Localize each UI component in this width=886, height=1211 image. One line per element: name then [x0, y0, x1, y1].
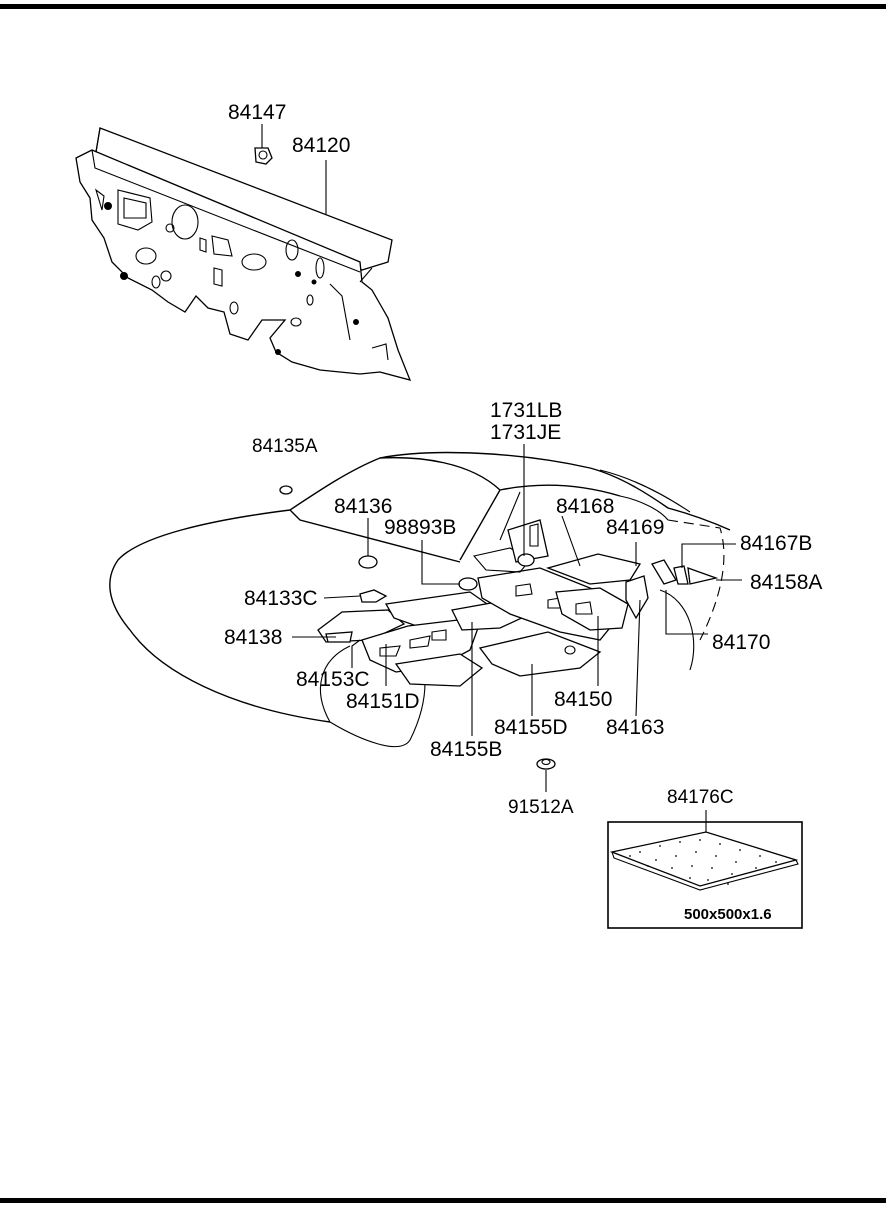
callout-84151D: 84151D: [346, 690, 420, 713]
callout-84155D: 84155D: [494, 716, 568, 739]
callout-84135A: 84135A: [252, 436, 318, 457]
sheet-dimension-label: 500x500x1.6: [684, 906, 772, 923]
bottom-border: [0, 1198, 886, 1203]
callout-84138: 84138: [224, 626, 282, 649]
callout-84176C: 84176C: [667, 787, 734, 808]
callout-84147: 84147: [228, 101, 286, 124]
top-border: [0, 4, 886, 9]
grommets: [279, 485, 556, 770]
callout-84167B: 84167B: [740, 532, 812, 555]
callout-84168: 84168: [556, 495, 614, 518]
callout-1731JE: 1731JE: [490, 421, 561, 444]
callout-84169: 84169: [606, 516, 664, 539]
callout-labels: 84147 84120 1731LB 1731JE 84135A 84136 9…: [224, 101, 822, 818]
callout-84120: 84120: [292, 134, 350, 157]
callout-1731LB: 1731LB: [490, 399, 562, 422]
clip-84147: [254, 147, 273, 165]
leader-lines: [261, 124, 742, 832]
callout-98893B: 98893B: [384, 516, 456, 539]
sheet-inset-box: 500x500x1.6: [607, 821, 803, 929]
callout-84163: 84163: [606, 716, 664, 739]
callout-84158A: 84158A: [750, 571, 822, 594]
callout-84170: 84170: [712, 631, 770, 654]
dash-insulator-panel: [75, 127, 412, 381]
callout-84136: 84136: [334, 495, 392, 518]
car-body-outline: [109, 451, 731, 748]
callout-84155B: 84155B: [430, 738, 502, 761]
callout-84150: 84150: [554, 688, 612, 711]
callout-91512A: 91512A: [508, 797, 574, 818]
callout-84133C: 84133C: [244, 587, 318, 610]
callout-84153C: 84153C: [296, 668, 370, 691]
floor-insulators: [317, 519, 719, 687]
